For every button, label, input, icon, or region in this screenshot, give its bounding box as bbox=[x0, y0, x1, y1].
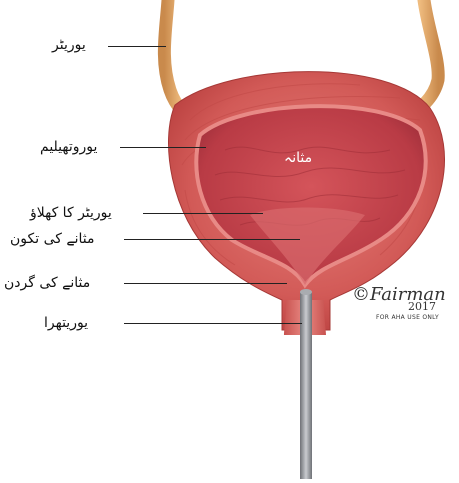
label-trigone: مثانے کی تکون bbox=[10, 231, 94, 247]
label-bladder: مثانہ bbox=[284, 150, 312, 166]
label-bladder-neck: مثانے کی گردن bbox=[4, 275, 90, 291]
signature-note: FOR AHA USE ONLY bbox=[376, 314, 439, 321]
trigone-leader-line bbox=[124, 239, 300, 240]
label-ureter: یوریٹر bbox=[52, 37, 86, 53]
ureter-leader-line bbox=[108, 46, 166, 47]
catheter bbox=[300, 292, 312, 479]
ureter-opening-leader-line bbox=[143, 213, 263, 214]
catheter-tip bbox=[300, 289, 312, 295]
label-urothelium: یوروتھیلیم bbox=[40, 139, 97, 155]
bladder-neck-leader-line bbox=[124, 283, 287, 284]
urothelium-leader-line bbox=[120, 147, 206, 148]
label-ureter-opening: یوریٹر کا کھلاؤ bbox=[30, 205, 112, 221]
signature-year: 2017 bbox=[408, 300, 436, 313]
label-urethra: یوریتھرا bbox=[44, 315, 88, 331]
urethra-leader-line bbox=[124, 323, 302, 324]
